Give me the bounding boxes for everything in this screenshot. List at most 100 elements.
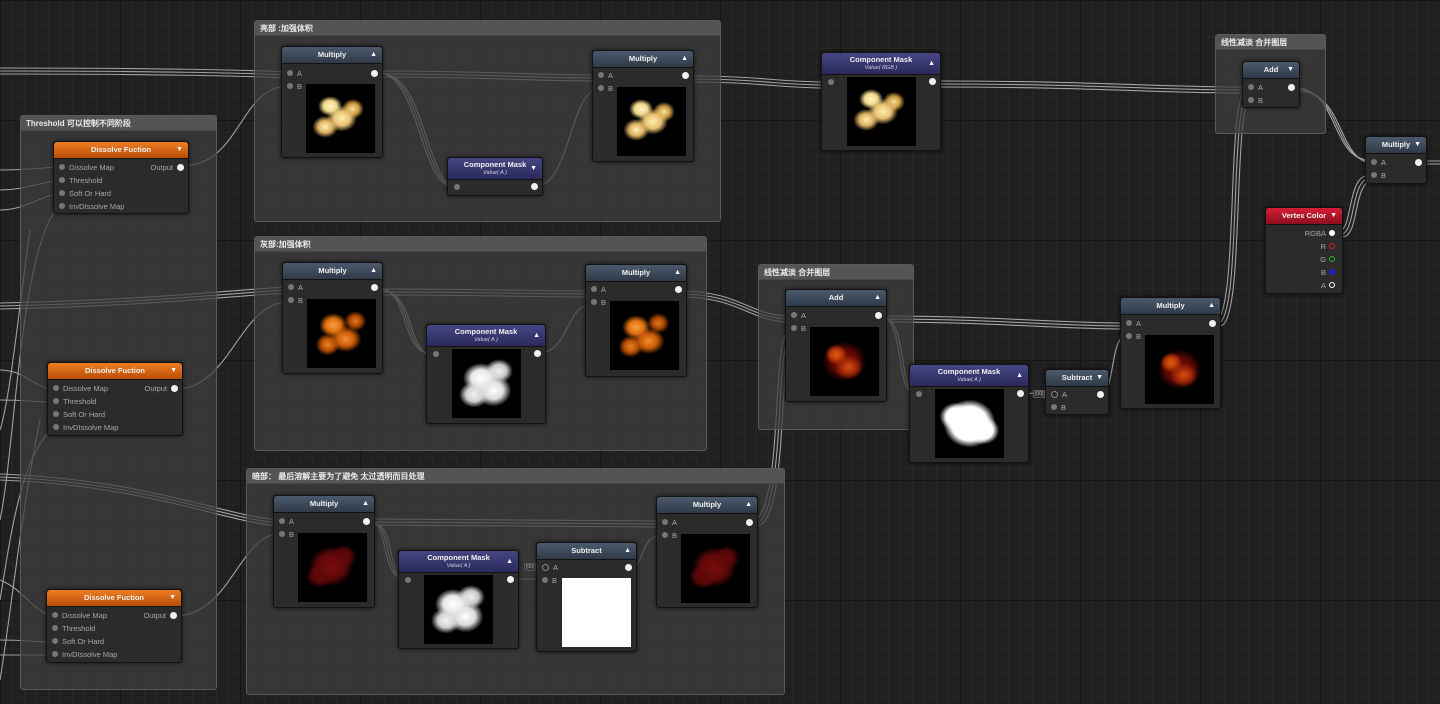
output-port-dot[interactable] xyxy=(371,70,378,77)
input-port-dot[interactable] xyxy=(1371,159,1377,166)
dissolve-fuction-node-1[interactable]: Dissolve Fuction▼ Dissolve Map Output Th… xyxy=(53,141,189,214)
input-port-dot[interactable] xyxy=(52,651,58,658)
input-invdissolve-map[interactable]: InvDIssolve Map xyxy=(52,650,117,660)
triangle-down-icon[interactable]: ▼ xyxy=(1414,141,1421,148)
input-port-dot[interactable] xyxy=(791,312,797,319)
dissolve-fuction-node-3[interactable]: Dissolve Fuction▼ Dissolve Map Output Th… xyxy=(46,589,182,663)
input-soft-or-hard[interactable]: Soft Or Hard xyxy=(59,189,111,199)
input-threshold[interactable]: Threshold xyxy=(52,624,95,634)
triangle-up-icon[interactable]: ▲ xyxy=(681,55,688,62)
triangle-up-icon[interactable]: ▲ xyxy=(874,294,881,301)
output-rgba[interactable]: RGBA xyxy=(1305,229,1335,239)
output-port-dot[interactable] xyxy=(682,72,689,79)
input-a[interactable]: A xyxy=(279,517,294,527)
input-port-dot[interactable] xyxy=(279,531,285,538)
node-header[interactable]: Subtract▲ xyxy=(537,543,636,560)
node-header[interactable]: Dissolve Fuction▼ xyxy=(54,142,188,159)
output-g[interactable]: G xyxy=(1320,255,1335,265)
output-port-dot[interactable] xyxy=(1329,243,1335,250)
input-port-dot[interactable] xyxy=(1051,390,1058,398)
node-header[interactable]: Multiply▲ xyxy=(274,496,374,513)
input-port-dot[interactable] xyxy=(52,638,58,645)
input-port-dot[interactable] xyxy=(53,385,59,392)
output-port-dot[interactable] xyxy=(675,286,682,293)
input-b[interactable]: B xyxy=(598,84,613,94)
input-port-dot[interactable] xyxy=(598,72,604,79)
triangle-up-icon[interactable]: ▲ xyxy=(1208,302,1215,309)
input-port-dot[interactable] xyxy=(405,577,411,583)
input-a[interactable]: A xyxy=(1051,390,1067,400)
output-b[interactable]: B xyxy=(1321,268,1335,278)
input-port-dot[interactable] xyxy=(1248,84,1254,91)
triangle-up-icon[interactable]: ▲ xyxy=(370,267,377,274)
triangle-down-icon[interactable]: ▼ xyxy=(530,165,537,172)
output-port-dot[interactable] xyxy=(1209,320,1216,327)
output-port-dot[interactable] xyxy=(1329,256,1335,263)
output-port-dot[interactable] xyxy=(625,564,632,571)
output-port-dot[interactable] xyxy=(171,384,178,392)
input-port-dot[interactable] xyxy=(59,164,65,171)
multiply-node-gray-2[interactable]: Multiply▲ A B xyxy=(585,264,687,377)
node-header[interactable]: Subtract▼ xyxy=(1046,370,1108,387)
triangle-down-icon[interactable]: ▼ xyxy=(169,594,176,601)
input-port-dot[interactable] xyxy=(662,519,668,526)
input-b[interactable]: B xyxy=(542,576,557,586)
output-port-dot[interactable] xyxy=(170,611,177,619)
multiply-node-final[interactable]: Multiply▼ A B xyxy=(1365,136,1427,184)
input-soft-or-hard[interactable]: Soft Or Hard xyxy=(52,637,104,647)
input-dissolve-map[interactable]: Dissolve Map xyxy=(53,384,108,394)
output-r[interactable]: R xyxy=(1321,242,1335,252)
input-port-dot[interactable] xyxy=(59,177,65,184)
triangle-down-icon[interactable]: ▼ xyxy=(1287,66,1294,73)
node-header[interactable]: Add▼ xyxy=(1243,62,1299,79)
output-port-dot[interactable] xyxy=(1097,391,1104,398)
output-port-dot[interactable] xyxy=(1329,282,1335,289)
input-b[interactable]: B xyxy=(791,324,806,334)
input-port-dot[interactable] xyxy=(53,424,59,431)
input-port-dot[interactable] xyxy=(288,297,294,304)
input-dissolve-map[interactable]: Dissolve Map xyxy=(59,163,114,173)
triangle-up-icon[interactable]: ▲ xyxy=(674,269,681,276)
input-port-dot[interactable] xyxy=(52,625,58,632)
node-header[interactable]: Add▲ xyxy=(786,290,886,307)
multiply-node-gray-1[interactable]: Multiply▲ A B xyxy=(282,262,383,374)
node-header[interactable]: Multiply▲ xyxy=(657,497,757,514)
input-a[interactable]: A xyxy=(542,563,558,573)
dissolve-fuction-node-2[interactable]: Dissolve Fuction▼ Dissolve Map Output Th… xyxy=(47,362,183,436)
input-soft-or-hard[interactable]: Soft Or Hard xyxy=(53,410,105,420)
constant-value-box[interactable]: [00] xyxy=(1033,390,1046,398)
vertex-color-node[interactable]: Vertex Color▼ RGBA R G B A xyxy=(1265,207,1343,294)
multiply-node-dark-1[interactable]: Multiply▲ A B xyxy=(273,495,375,608)
multiply-node-bright-2[interactable]: Multiply▲ A B xyxy=(592,50,694,162)
input-b[interactable]: B xyxy=(1126,332,1141,342)
input-port-dot[interactable] xyxy=(1126,320,1132,327)
input-threshold[interactable]: Threshold xyxy=(59,176,102,186)
triangle-up-icon[interactable]: ▲ xyxy=(533,332,540,339)
input-port-dot[interactable] xyxy=(52,612,58,619)
input-port-dot[interactable] xyxy=(287,83,293,90)
input-b[interactable]: B xyxy=(662,531,677,541)
input-port-dot[interactable] xyxy=(59,190,65,197)
output-a[interactable]: A xyxy=(1321,281,1335,291)
input-b[interactable]: B xyxy=(1051,403,1066,413)
input-port-dot[interactable] xyxy=(59,203,65,210)
node-header[interactable]: Multiply▼ xyxy=(1366,137,1426,154)
input-b[interactable]: B xyxy=(1248,96,1263,106)
output-port-dot[interactable] xyxy=(746,519,753,526)
input-a[interactable]: A xyxy=(1371,158,1386,168)
input-port-dot[interactable] xyxy=(433,351,439,357)
triangle-up-icon[interactable]: ▲ xyxy=(624,547,631,554)
triangle-down-icon[interactable]: ▼ xyxy=(170,367,177,374)
input-a[interactable]: A xyxy=(287,69,302,79)
triangle-down-icon[interactable]: ▼ xyxy=(1330,212,1337,219)
add-node-top[interactable]: Add▼ A B xyxy=(1242,61,1300,108)
output-port-dot[interactable] xyxy=(371,284,378,291)
triangle-down-icon[interactable]: ▼ xyxy=(1096,374,1103,381)
input-b[interactable]: B xyxy=(288,296,303,306)
triangle-up-icon[interactable]: ▲ xyxy=(1016,372,1023,379)
triangle-up-icon[interactable]: ▲ xyxy=(506,558,513,565)
